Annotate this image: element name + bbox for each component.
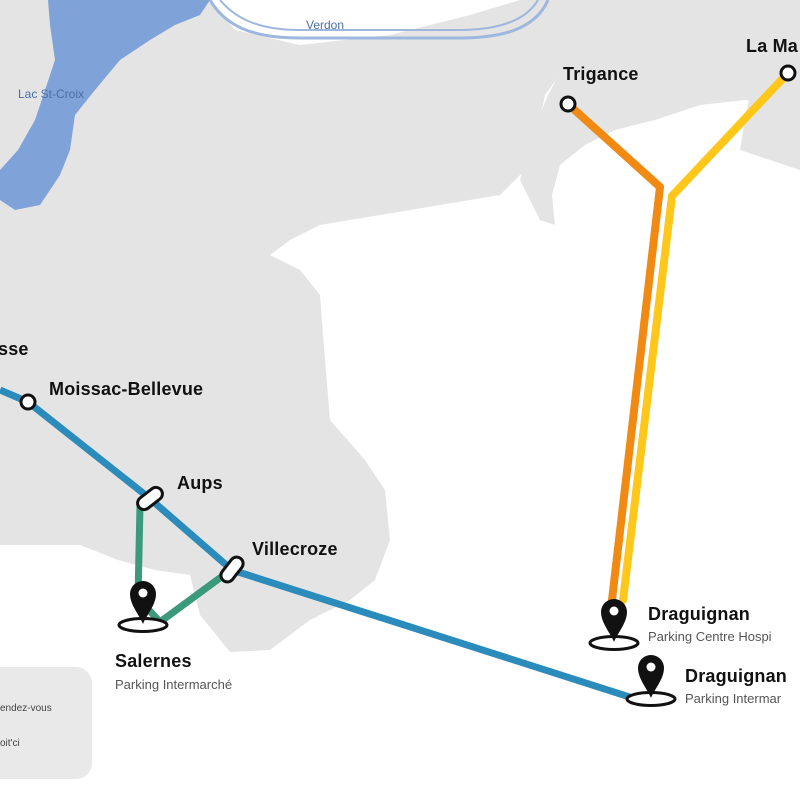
- stop-label-moissac: Moissac-Bellevue: [49, 379, 204, 399]
- land-region-east-strip: [740, 30, 800, 170]
- stop-label-salernes: Salernes: [115, 651, 192, 671]
- land-region-northwest: [0, 0, 590, 652]
- stop-label-aups: Aups: [177, 473, 223, 493]
- river-label: Verdon: [306, 18, 345, 32]
- legend-item-second: oit'ci: [0, 738, 20, 749]
- river-outer: [208, 0, 550, 40]
- stop-sublabel-draguignan-market: Parking Intermar: [685, 691, 782, 706]
- land-region-northeast: [520, 0, 800, 225]
- map-pin-icon[interactable]: [117, 581, 169, 633]
- stop-label-sse: sse: [0, 339, 29, 359]
- map-pin-icon[interactable]: [625, 655, 677, 707]
- station-circle-icon[interactable]: [779, 64, 797, 82]
- legend-panel: endez-vous oit'ci: [0, 667, 92, 779]
- station-circle-icon[interactable]: [19, 393, 37, 411]
- stop-sublabel-draguignan-hospital: Parking Centre Hospi: [648, 629, 772, 644]
- transfer-station-icon[interactable]: [135, 485, 165, 512]
- stop-label-la-martre: La Ma: [746, 36, 799, 56]
- river-inner: [219, 0, 539, 31]
- stop-label-draguignan-market: Draguignan: [685, 666, 788, 686]
- stop-sublabel-salernes: Parking Intermarché: [115, 677, 233, 692]
- station-circle-icon[interactable]: [559, 95, 577, 113]
- lake-label: Lac St-Croix: [18, 87, 85, 101]
- line-orange: [564, 100, 664, 604]
- transfer-station-icon[interactable]: [218, 554, 245, 584]
- line-yellow: [619, 69, 792, 604]
- stop-label-trigance: Trigance: [563, 64, 639, 84]
- stop-label-draguignan-hospital: Draguignan: [648, 604, 751, 624]
- map-pin-icon[interactable]: [588, 599, 640, 651]
- lake-shape: [0, 0, 210, 210]
- stop-label-villecroze: Villecroze: [252, 539, 338, 559]
- legend-item-meeting-point: endez-vous: [0, 703, 52, 714]
